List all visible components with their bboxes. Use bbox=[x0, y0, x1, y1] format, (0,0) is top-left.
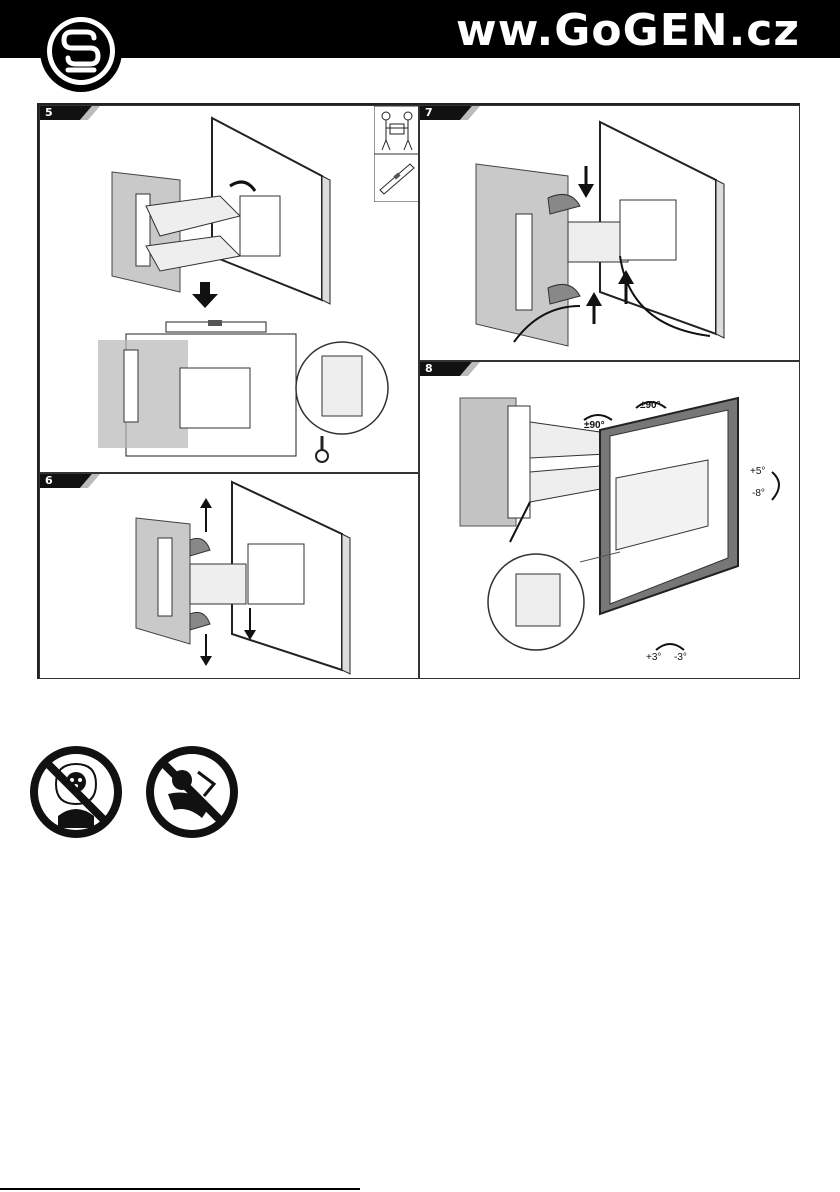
step-5-illustration bbox=[40, 106, 419, 473]
no-child-play-icon bbox=[146, 746, 238, 838]
step-6-illustration bbox=[40, 474, 419, 679]
swivel-left-label: ±90° bbox=[584, 420, 605, 431]
brand-url: ww.GoGEN.cz bbox=[456, 2, 800, 60]
step-8-panel: 8 ±90° ±90° +5° bbox=[419, 361, 800, 679]
swivel-right-label: ±90° bbox=[640, 400, 661, 411]
level-plus-label: +3° bbox=[646, 652, 661, 663]
tilt-up-label: +5° bbox=[750, 466, 765, 477]
step-7-panel: 7 bbox=[419, 105, 800, 361]
warning-icons bbox=[28, 744, 242, 840]
level-minus-label: -3° bbox=[674, 652, 687, 663]
instruction-grid: 5 bbox=[37, 103, 800, 679]
footer-rule bbox=[0, 1188, 360, 1190]
accessory-boxes bbox=[374, 106, 419, 202]
header-bar: ww.GoGEN.cz bbox=[0, 0, 840, 58]
step-7-illustration bbox=[420, 106, 800, 361]
tilt-down-label: -8° bbox=[752, 488, 765, 499]
no-plastic-bag-suffocation-icon bbox=[30, 746, 122, 838]
step-5-panel: 5 bbox=[39, 105, 419, 473]
step-8-illustration bbox=[420, 362, 800, 679]
step-6-panel: 6 bbox=[39, 473, 419, 679]
logo-icon bbox=[38, 8, 124, 94]
